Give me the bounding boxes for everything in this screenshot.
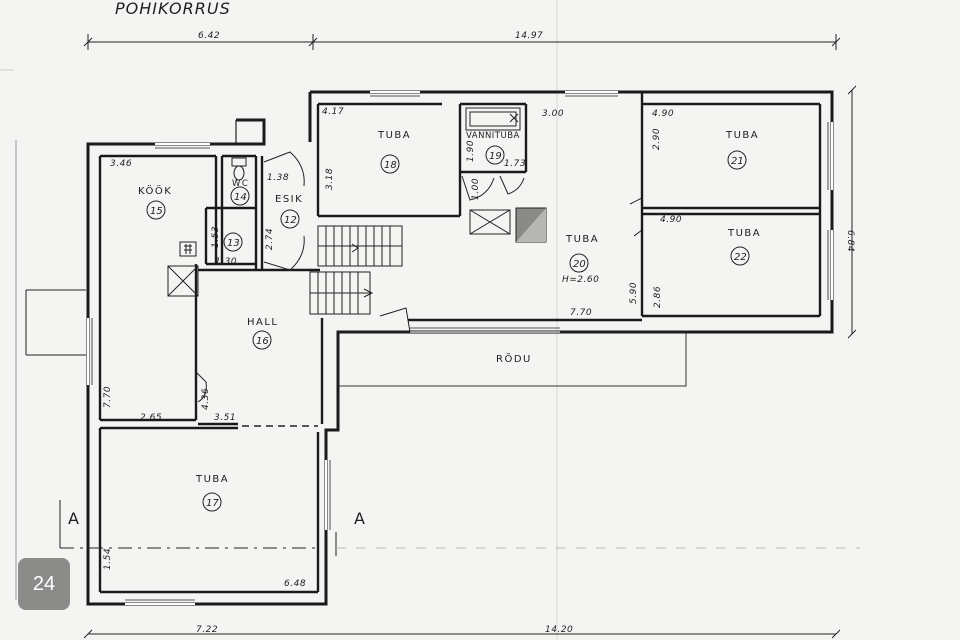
- chimney-shaft-2: [515, 207, 547, 243]
- dim-300: 3.00: [542, 109, 564, 119]
- room-circles: [146, 145, 750, 512]
- room-num-21: 21: [731, 156, 744, 167]
- dim-274: 2.74: [265, 228, 275, 250]
- dim-351: 3.51: [214, 413, 236, 423]
- dimension-right: [847, 85, 857, 339]
- dim-bottom-left: 7.22: [196, 625, 218, 635]
- staircase: [309, 225, 403, 315]
- dim-190: 1.90: [466, 140, 476, 162]
- dim-130: 1.30: [215, 257, 237, 267]
- section-marker-left: [59, 500, 320, 549]
- dim-417: 4.17: [322, 107, 344, 117]
- door-swings: [195, 151, 643, 403]
- section-label-right: A: [354, 509, 365, 528]
- dim-bottom-right: 14.20: [545, 625, 573, 635]
- room-name-18: TUBA: [377, 130, 411, 141]
- plan-title: POHIKORRUS: [115, 0, 231, 18]
- dim-490b: 4.90: [660, 215, 682, 225]
- chimney-shaft-3: [167, 265, 199, 297]
- dim-top-right: 14.97: [515, 31, 543, 41]
- dim-490a: 4.90: [652, 109, 674, 119]
- bathtub: [465, 107, 521, 131]
- wc-toilet: [231, 157, 247, 181]
- room-num-15: 15: [150, 206, 163, 217]
- dim-right-side: 6.84: [845, 230, 855, 252]
- dim-154: 1.54: [103, 548, 113, 570]
- dim-265: 2.65: [140, 413, 162, 423]
- room-num-13: 13: [227, 238, 240, 249]
- room-name-14: WC: [232, 179, 249, 189]
- room-num-20: 20: [573, 259, 586, 270]
- page-number-badge: 24: [18, 558, 70, 610]
- room-num-22: 22: [734, 252, 747, 263]
- dimension-bottom: [83, 629, 841, 639]
- terrace-label: RÕDU: [496, 352, 532, 365]
- interior-walls: [98, 92, 822, 594]
- dim-436: 4.36: [201, 388, 211, 410]
- left-margin-marks: [15, 140, 86, 600]
- room-num-18: 18: [384, 160, 397, 171]
- dim-top-left: 6.42: [198, 31, 220, 41]
- kitchen-stove: [179, 241, 197, 257]
- chimney-shaft-1: [469, 209, 511, 235]
- dimension-top: [83, 34, 841, 50]
- dim-648: 6.48: [284, 579, 306, 589]
- room-name-12: ESIK: [275, 194, 303, 205]
- dim-770a: 7.70: [570, 308, 592, 318]
- dim-138: 1.38: [267, 173, 289, 183]
- dim-318: 3.18: [325, 168, 335, 190]
- room-num-17: 17: [206, 498, 219, 509]
- room-num-12: 12: [284, 215, 297, 226]
- room-num-19: 19: [489, 151, 502, 162]
- room-height-note: H=2.60: [562, 275, 599, 285]
- room-name-15: KÖÖK: [138, 184, 172, 197]
- window-sills: [91, 95, 829, 601]
- room-name-17: TUBA: [195, 474, 229, 485]
- dim-290: 2.90: [652, 128, 662, 150]
- section-marker-right: [335, 532, 860, 556]
- room-num-14: 14: [234, 192, 247, 203]
- dim-346: 3.46: [110, 159, 132, 169]
- room-name-19: VANNITUBA: [466, 131, 520, 141]
- dim-590: 5.90: [629, 282, 639, 304]
- dim-286: 2.86: [653, 286, 663, 308]
- room-name-16: HALL: [247, 317, 279, 328]
- room-name-21: TUBA: [725, 130, 759, 141]
- dim-173: 1.73: [504, 159, 526, 169]
- dim-770b: 7.70: [103, 386, 113, 408]
- dim-100: 1.00: [471, 178, 481, 200]
- terrace: [337, 331, 687, 387]
- room-num-16: 16: [256, 336, 269, 347]
- room-name-22: TUBA: [727, 228, 761, 239]
- section-label-left: A: [68, 509, 79, 528]
- room-name-20: TUBA: [565, 234, 599, 245]
- dim-153: 1.53: [211, 226, 221, 248]
